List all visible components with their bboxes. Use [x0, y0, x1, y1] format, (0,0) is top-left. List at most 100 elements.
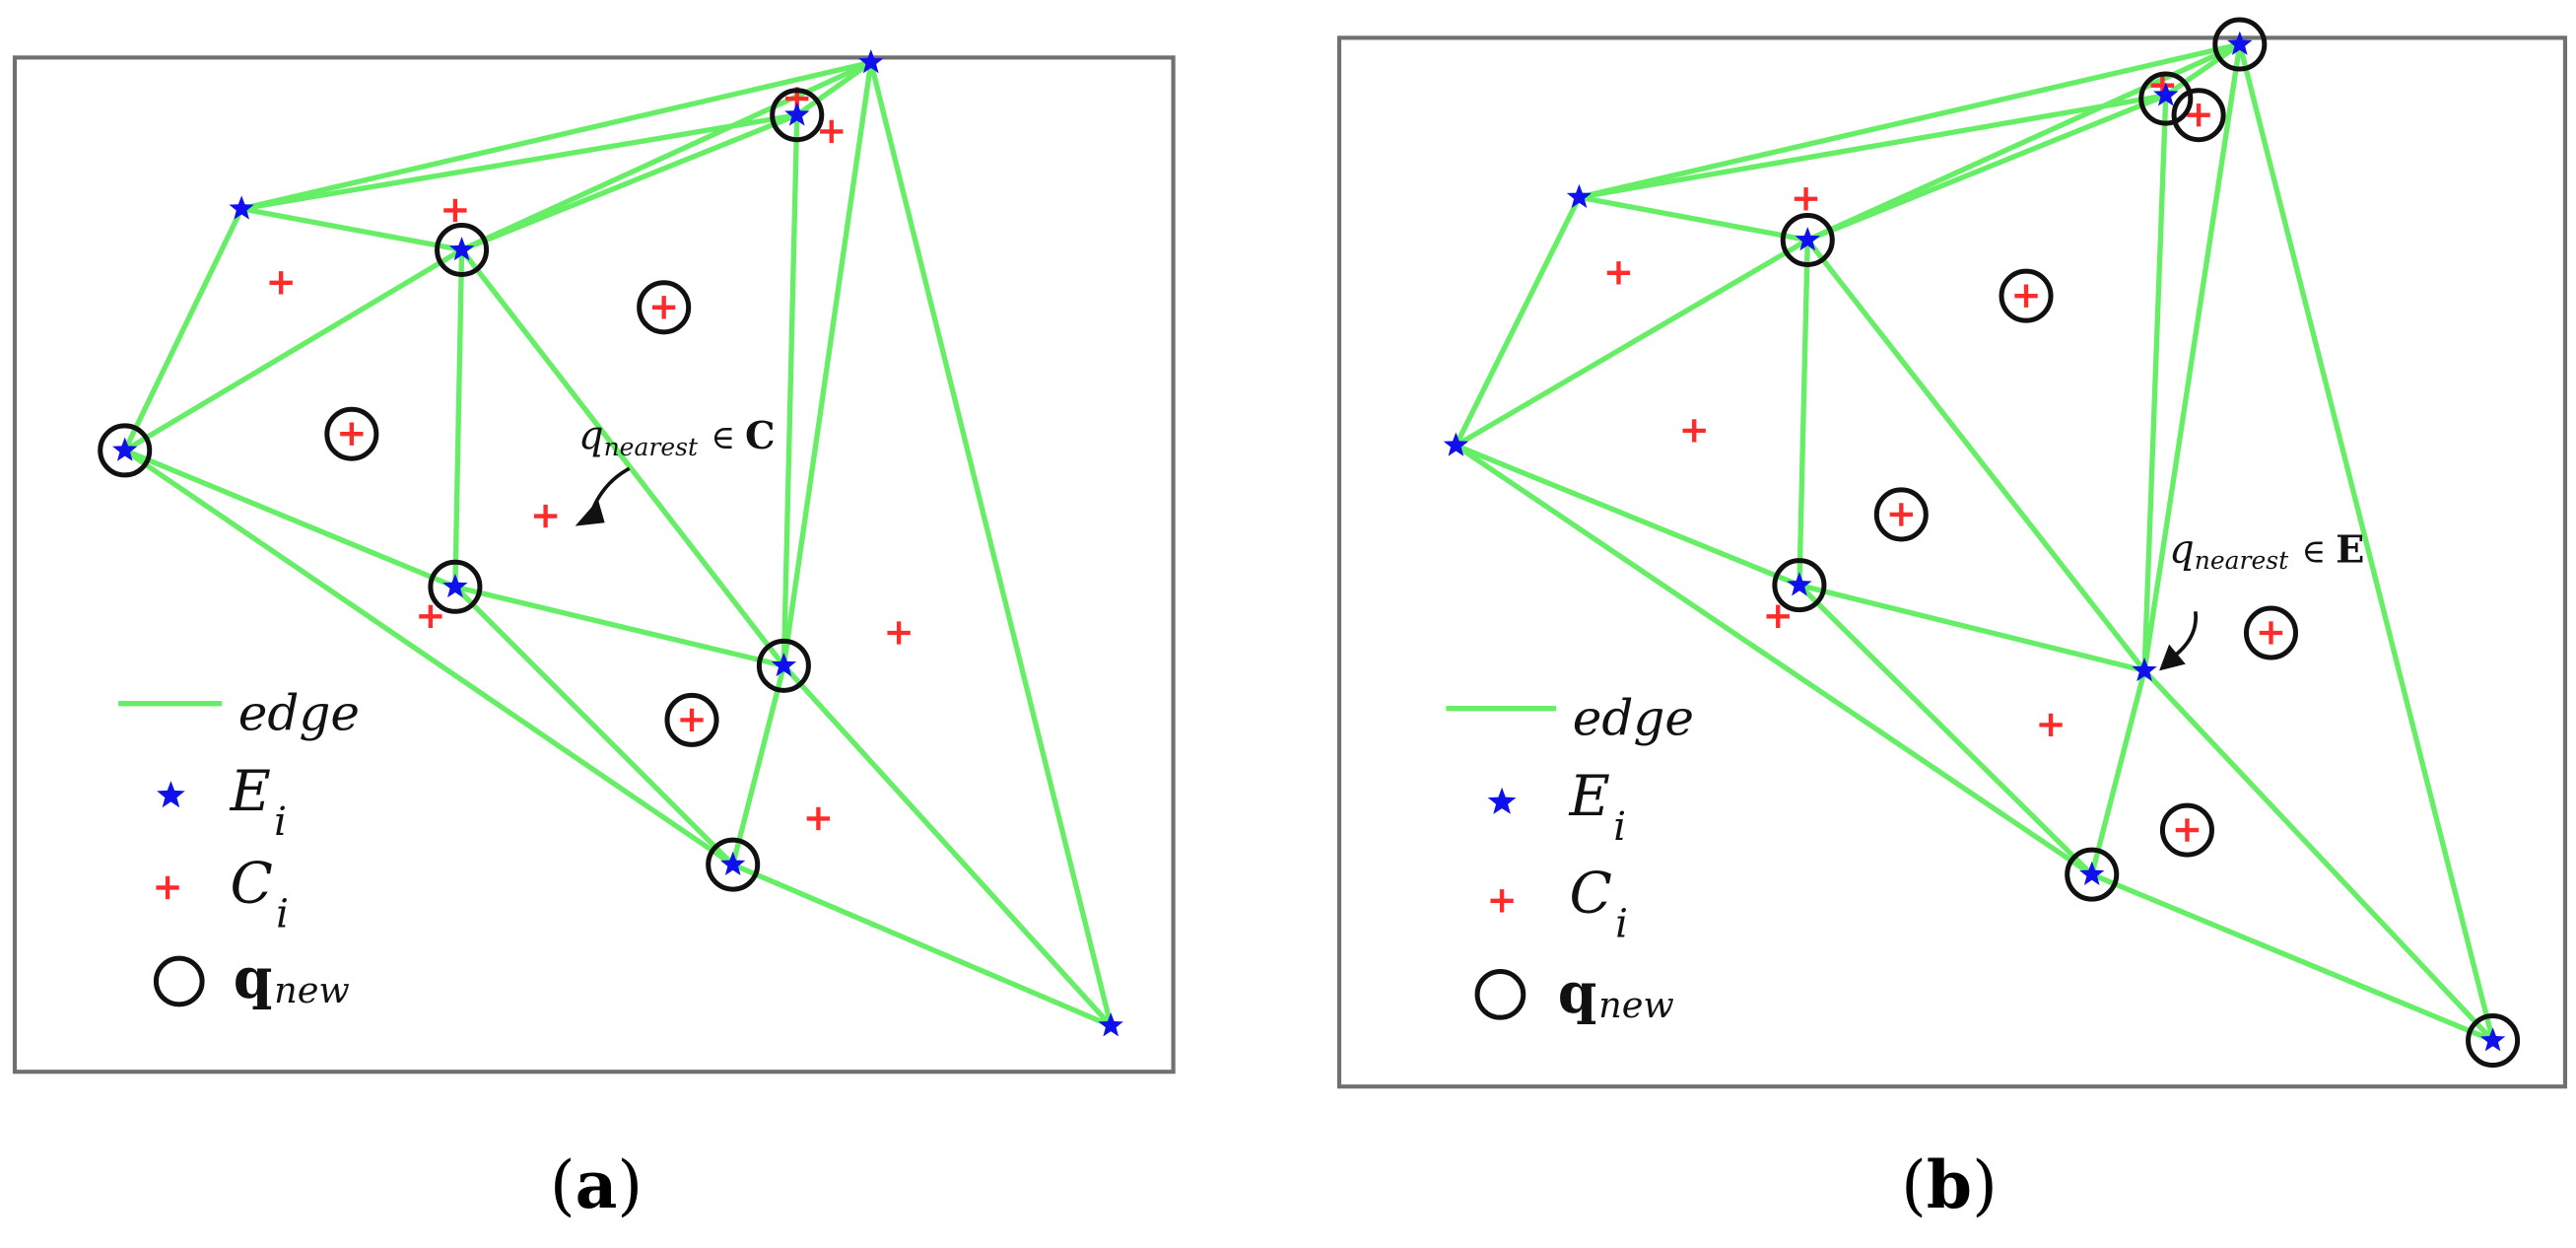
- candidate-cross: [2187, 104, 2210, 127]
- edge-line: [795, 60, 873, 117]
- svg-text:Ei: Ei: [229, 759, 287, 845]
- edge-line: [731, 862, 1113, 1028]
- edge-line: [240, 112, 798, 212]
- legend-b-star-icon: [1487, 787, 1517, 814]
- candidate-cross: [1766, 604, 1790, 628]
- edge-line: [459, 247, 786, 667]
- candidate-cross: [419, 604, 442, 628]
- svg-text:qnearest∈E: qnearest∈E: [2169, 526, 2364, 575]
- edge-line: [1805, 238, 2147, 672]
- new-sample-ring: [2466, 1013, 2521, 1069]
- panel-b-edges: [1454, 41, 2496, 1043]
- candidate-cross: [887, 621, 911, 645]
- vertex-star: [112, 437, 138, 461]
- edge-line: [1454, 443, 2094, 877]
- edge-line: [1806, 41, 2241, 243]
- new-sample-ring: [706, 837, 761, 892]
- new-sample-ring: [2138, 71, 2194, 126]
- edge-line: [1455, 443, 1800, 589]
- annotation-b-relation: ∈: [2302, 531, 2327, 570]
- vertex-star: [442, 573, 468, 598]
- vertex-star: [1566, 183, 1593, 208]
- candidate-cross: [651, 296, 676, 319]
- new-sample-ring: [770, 88, 825, 143]
- vertex-star: [229, 195, 254, 220]
- legend-a-ring-sub: new: [274, 969, 350, 1011]
- legend-a-edge-label: edge: [238, 684, 360, 741]
- edge-line: [1798, 583, 2145, 673]
- panel-b-frame: [1336, 35, 2568, 1089]
- candidate-cross: [533, 504, 558, 528]
- candidate-cross: [680, 708, 704, 732]
- candidate-cross: [1889, 503, 1913, 526]
- candidate-cross: [269, 271, 293, 295]
- annotation-b-arrowhead: [2159, 644, 2186, 671]
- candidate-cross: [820, 119, 844, 144]
- annotation-a-arrowhead: [575, 499, 605, 526]
- candidate-cross: [443, 198, 467, 223]
- candidate-cross: [2259, 621, 2283, 645]
- edge-line: [868, 61, 1114, 1027]
- annotation-b-set: E: [2336, 527, 2364, 572]
- legend-a-cross-sub: i: [276, 891, 289, 936]
- edge-line: [1578, 194, 1808, 243]
- edge-line: [2089, 669, 2147, 875]
- legend-a-ring-label: q: [234, 946, 273, 1011]
- svg-text:Ci: Ci: [230, 851, 289, 936]
- vertex-star: [2227, 31, 2253, 55]
- legend-b-cross-label: C: [1569, 861, 1611, 926]
- vertex-star: [1443, 432, 1469, 456]
- edge-line: [1806, 93, 2167, 243]
- caption-a-letter: a: [576, 1146, 618, 1223]
- svg-text:Ci: Ci: [1569, 861, 1628, 946]
- candidate-cross: [2014, 284, 2038, 308]
- edge-line: [2164, 41, 2242, 98]
- edge-line: [1455, 238, 1809, 449]
- legend-a-star-label: E: [229, 759, 270, 824]
- legend-b-cross-icon: [1490, 889, 1514, 913]
- vertex-star: [1795, 227, 1820, 251]
- new-sample-ring: [1780, 212, 1835, 267]
- panel-a-edges: [122, 59, 1114, 1028]
- new-sample-ring: [435, 222, 490, 277]
- vertex-star: [2479, 1027, 2506, 1052]
- legend-b-ring-icon: [1474, 968, 1526, 1020]
- edge-line: [454, 584, 785, 668]
- candidate-cross: [2039, 713, 2063, 737]
- svg-text:qnew: qnew: [234, 946, 350, 1011]
- legend-b-ring-label: q: [1558, 961, 1597, 1026]
- vertex-star: [448, 237, 475, 261]
- edge-line: [123, 448, 735, 867]
- edge-line: [240, 206, 463, 253]
- vertex-star: [1098, 1012, 1123, 1037]
- edge-line: [123, 448, 456, 589]
- candidate-cross: [1794, 187, 1818, 211]
- legend-a-star-icon: [157, 781, 185, 808]
- legend-a-cross-icon: [156, 875, 179, 900]
- annotation-b-subscript: nearest: [2195, 546, 2289, 575]
- edge-line: [730, 664, 786, 866]
- new-sample-ring: [2171, 88, 2226, 143]
- legend-b-star-label: E: [1568, 764, 1609, 829]
- candidate-cross: [1606, 261, 1631, 285]
- panel-a-annotation: qnearest∈C: [575, 413, 776, 526]
- edge-line: [1579, 93, 2167, 200]
- svg-text:(a): (a): [550, 1146, 643, 1223]
- legend-a-ring-icon: [153, 955, 205, 1007]
- new-sample-ring: [1772, 558, 1827, 613]
- legend-b-star-sub: i: [1613, 804, 1626, 850]
- panel-a-frame: [12, 55, 1176, 1075]
- new-sample-ring: [1999, 268, 2054, 323]
- vertex-star: [771, 652, 797, 677]
- edge-line: [460, 112, 798, 252]
- svg-text:qnearest∈C: qnearest∈C: [578, 413, 776, 461]
- annotation-b-arrow: [2171, 611, 2198, 659]
- annotation-a-set: C: [745, 414, 776, 458]
- edge-line: [453, 585, 735, 867]
- caption-a-open: (: [550, 1147, 576, 1223]
- annotation-a-subscript: nearest: [604, 433, 699, 461]
- candidate-cross: [806, 806, 831, 831]
- svg-text:Ei: Ei: [1568, 764, 1626, 850]
